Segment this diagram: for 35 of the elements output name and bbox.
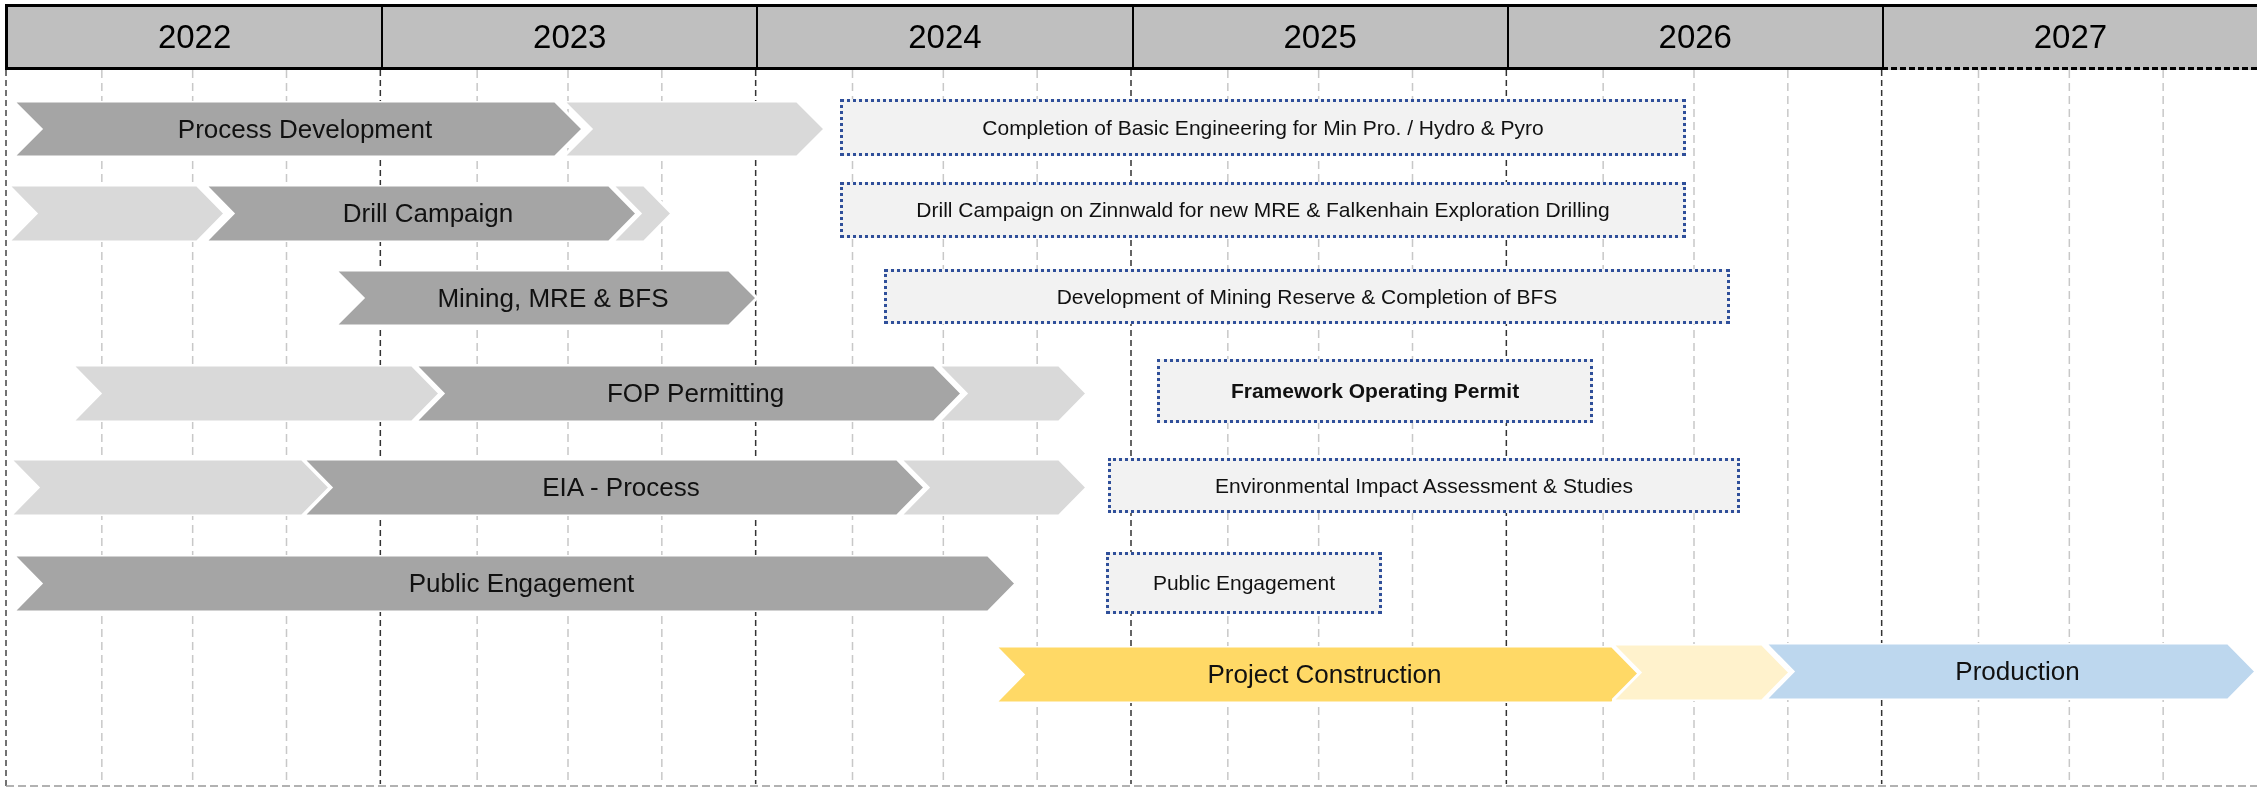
phase-label: Production: [1954, 656, 2080, 687]
gantt-bar: [1612, 644, 1790, 701]
gantt-bar: [205, 185, 637, 242]
year-header: 2027: [1881, 4, 2257, 70]
year-header: 2022: [5, 4, 382, 70]
activity-box: [840, 182, 1686, 238]
activity-box: [1157, 359, 1593, 423]
year-header: 2023: [381, 4, 757, 70]
gantt-bar: [415, 365, 962, 422]
gantt-bar: [335, 270, 757, 326]
year-header: 2024: [756, 4, 1132, 70]
gantt-bar: [303, 459, 925, 516]
phase-label: Public Engagement: [407, 568, 635, 599]
phase-label: Mining, MRE & BFS: [436, 282, 669, 314]
gantt-bar: [13, 555, 1016, 612]
activity-box: [884, 269, 1730, 324]
phase-label: Process Development: [176, 113, 433, 145]
activity-box: [840, 99, 1686, 156]
gantt-bar: [995, 646, 1640, 703]
year-header: 2026: [1506, 4, 1882, 70]
gantt-bar: [1765, 643, 2256, 700]
activity-box: [1106, 552, 1382, 614]
phase-label: Environmental Impact Assessment & Studies: [1215, 473, 1633, 498]
activity-box: [1108, 458, 1740, 513]
phase-label: Framework Operating Permit: [1230, 379, 1520, 403]
phase-label: Project Construction: [1206, 659, 1442, 690]
gantt-bar: [13, 101, 583, 157]
phase-label: Public Engagement: [1152, 571, 1336, 595]
phase-label: Completion of Basic Engineering for Min Pro. / Hydro & Pyro: [982, 115, 1544, 140]
phase-label: FOP Permitting: [605, 378, 785, 409]
phase-label: Drill Campaign on Zinnwald for new MRE & Falkenhain Exploration Drilling: [916, 198, 1610, 222]
phase-label: Drill Campaign: [341, 198, 514, 229]
year-header: 2025: [1131, 4, 1507, 70]
phase-label: EIA - Process: [541, 472, 700, 503]
phase-label: Development of Mining Reserve & Completion of BFS: [1056, 284, 1558, 309]
